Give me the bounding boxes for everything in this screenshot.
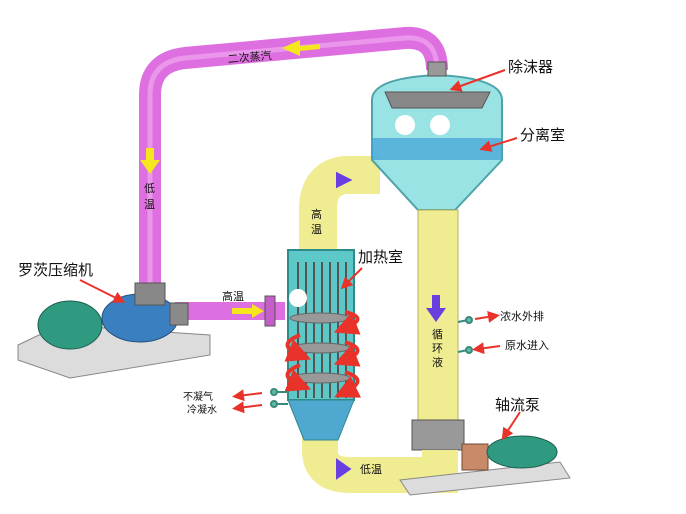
label-low-temp-2: 温 xyxy=(144,198,155,211)
compressed-steam-pipe xyxy=(175,302,285,320)
label-circ-2: 环 xyxy=(432,342,443,355)
label-circ-1: 循 xyxy=(432,328,443,341)
pump-motor xyxy=(486,435,558,469)
pump-base xyxy=(399,461,571,496)
bottom-flow-arrow xyxy=(336,458,352,480)
label-high-temp-1: 高 xyxy=(311,207,322,221)
steam-flow-arrow xyxy=(282,40,320,56)
label-roots-compressor: 罗茨压缩机 xyxy=(18,261,93,279)
label-high-temp-pipe: 高温 xyxy=(222,289,244,303)
heat-flow-arrows xyxy=(284,310,362,398)
pump-body xyxy=(461,443,489,471)
label-separator: 分离室 xyxy=(520,126,565,144)
label-non-condensable: 不凝气 xyxy=(183,390,213,403)
compressor-motor xyxy=(37,300,103,350)
label-low-temp-bottom: 低温 xyxy=(360,463,382,476)
up-flow-arrow xyxy=(336,171,353,189)
label-demister: 除沫器 xyxy=(508,58,553,76)
label-high-temp-2: 温 xyxy=(311,223,322,236)
label-heating-chamber: 加热室 xyxy=(358,248,403,266)
label-concentrate-out: 浓水外排 xyxy=(500,309,544,323)
label-circ-3: 液 xyxy=(432,355,443,369)
down-flow-arrow xyxy=(140,148,160,174)
return-pipe xyxy=(302,430,458,493)
circulation-pipe xyxy=(417,209,459,446)
label-low-temp-1: 低 xyxy=(144,182,155,195)
circulation-flow-arrow xyxy=(426,295,446,322)
high-temp-flow-arrow xyxy=(232,304,264,318)
label-condensate: 冷凝水 xyxy=(187,403,217,416)
label-raw-water-in: 原水进入 xyxy=(505,339,549,352)
hot-liquid-pipe xyxy=(299,156,380,255)
label-axial-pump: 轴流泵 xyxy=(495,396,540,414)
label-secondary-steam: 二次蒸汽 xyxy=(227,48,272,66)
